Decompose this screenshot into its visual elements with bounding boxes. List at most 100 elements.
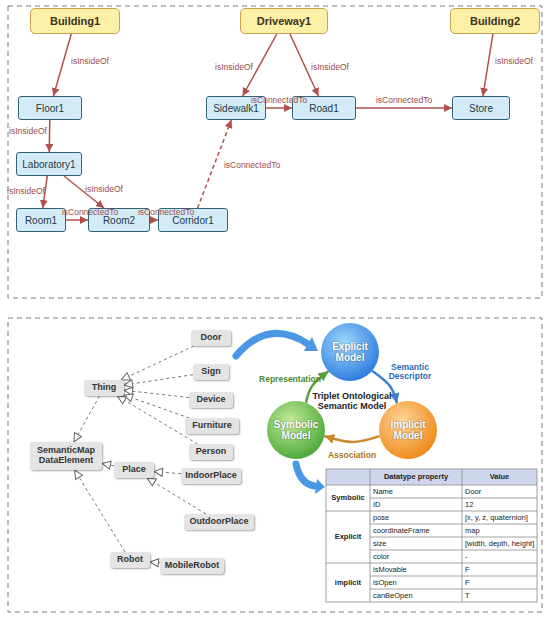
place-box: Floor1 — [18, 96, 82, 120]
edge-label: isConnectedTo — [376, 96, 432, 105]
class-box: Thing — [84, 380, 124, 396]
subclass-arrow — [154, 472, 181, 474]
table-rule — [370, 524, 537, 525]
node-text: Floor1 — [36, 103, 64, 114]
node-text: Place — [122, 465, 146, 475]
subclass-arrow — [124, 375, 193, 385]
node-text: Room1 — [25, 215, 57, 226]
table-rule — [370, 469, 371, 602]
table-cell: isOpen — [370, 576, 462, 589]
node-text: Building1 — [50, 15, 100, 27]
table-body-fill — [326, 485, 537, 602]
edge-label: Association — [328, 451, 376, 460]
class-box: MobileRobot — [160, 558, 224, 574]
place-box: Laboratory1 — [16, 152, 82, 176]
edge-label: isInsideOf — [215, 63, 253, 72]
circle-fill — [267, 401, 325, 459]
class-box: Sign — [193, 364, 229, 380]
table-rule — [370, 498, 537, 499]
node-text: MobileRobot — [165, 561, 220, 571]
edge-label: isConnectedTo — [224, 161, 280, 170]
table-cell: isMovable — [370, 563, 462, 576]
table-border — [326, 469, 537, 602]
panel-border — [8, 318, 542, 612]
table-cell: [x, y, z, quaternion] — [462, 511, 537, 524]
relation-arrow — [266, 107, 292, 109]
relation-arrow — [150, 219, 158, 221]
relation-arrow — [66, 219, 88, 221]
node-text: Door — [201, 333, 222, 343]
node-text: Furniture — [192, 421, 232, 431]
node-text: SemanticMap DataElement — [32, 446, 100, 466]
edge-label: isInsideOf — [7, 187, 45, 196]
table-header-fill — [326, 469, 537, 485]
table-cell: 12 — [462, 498, 537, 511]
subclass-arrow — [75, 470, 125, 552]
edge-label: isConnectedTo — [138, 208, 194, 217]
table-cell: F — [462, 576, 537, 589]
flow-arrow — [236, 333, 308, 356]
edge-label: Representation — [259, 375, 321, 384]
building-box: Building2 — [450, 8, 540, 34]
place-box: Store — [452, 96, 510, 120]
table-rule — [370, 589, 537, 590]
subclass-arrow — [150, 561, 160, 563]
node-text: Road1 — [309, 103, 338, 114]
flow-arrow-head — [315, 479, 325, 494]
table-rule — [370, 576, 537, 577]
table-row-group: Symbolic — [326, 485, 370, 511]
relation-arrow — [53, 34, 71, 96]
table-grid — [326, 469, 537, 602]
model-circle: Symbolic Model — [266, 400, 326, 460]
table-cell: - — [462, 550, 537, 563]
class-box: Robot — [110, 552, 150, 568]
table-cell: map — [462, 524, 537, 537]
relation-arrow — [48, 120, 50, 152]
node-text: Sign — [201, 367, 221, 377]
edge-label: isInsideOf — [311, 63, 349, 72]
table-cell: color — [370, 550, 462, 563]
table-cell: [width, depth, height] — [462, 537, 537, 550]
node-text: IndoorPlace — [185, 471, 237, 481]
class-box: Device — [189, 392, 233, 408]
edge-label: isConnectedTo — [251, 96, 307, 105]
node-text: Symbolic Model — [271, 419, 321, 441]
model-circle: Explicit Model — [320, 322, 380, 382]
flow-arrow — [296, 464, 315, 486]
node-text: Robot — [117, 555, 143, 565]
building-box: Building1 — [30, 8, 120, 34]
node-text: Store — [469, 103, 493, 114]
table-cell: Door — [462, 485, 537, 498]
class-box: Furniture — [185, 418, 239, 434]
place-box: Room1 — [16, 208, 66, 232]
table-cell: T — [462, 589, 537, 602]
model-title: Triplet Ontological Semantic Model — [312, 384, 392, 418]
building-box: Driveway1 — [240, 8, 328, 34]
subclass-arrow — [124, 395, 189, 418]
edge-label: isInsideOf — [9, 127, 47, 136]
edge-label: Semantic Descriptor — [382, 363, 438, 382]
class-box: Place — [114, 462, 154, 478]
edge-label: isInsideOf — [85, 185, 123, 194]
table-cell: coordinateFrame — [370, 524, 462, 537]
panel-border — [8, 6, 542, 298]
edge-label: isInsideOf — [71, 57, 109, 66]
model-circle: Implicit Model — [378, 400, 438, 460]
table-rule — [326, 485, 537, 486]
flow-arrow-head — [304, 337, 318, 351]
class-box: SemanticMap DataElement — [30, 442, 102, 470]
node-text: Implicit Model — [383, 419, 433, 441]
subclass-arrow — [74, 396, 100, 442]
node-text: Laboratory1 — [22, 159, 75, 170]
node-text: Driveway1 — [257, 15, 311, 27]
table-cell: canBeOpen — [370, 589, 462, 602]
table-cell: F — [462, 563, 537, 576]
node-text: OutdoorPlace — [189, 517, 248, 527]
relation-arrow — [356, 107, 452, 109]
edge-label: isConnectedTo — [62, 208, 118, 217]
connector-group — [43, 34, 493, 563]
table-row-group: Explicit — [326, 511, 370, 563]
table-rule — [462, 469, 463, 602]
node-text: Thing — [92, 383, 117, 393]
